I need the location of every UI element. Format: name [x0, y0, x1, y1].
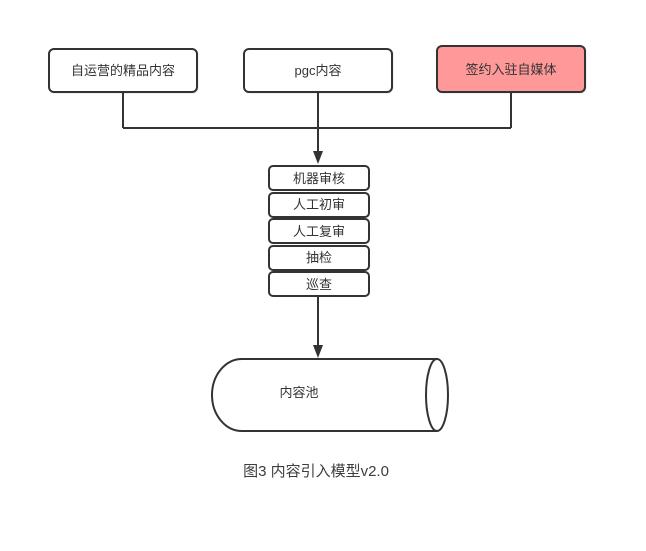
cylinder-end-cap — [425, 358, 449, 432]
review-step-label: 巡查 — [305, 276, 332, 292]
review-step-machine: 机器审核 — [268, 165, 370, 191]
review-pipeline-stack: 机器审核 人工初审 人工复审 抽检 巡查 — [268, 165, 370, 297]
content-pool-cylinder — [211, 358, 449, 432]
source-node-label: 签约入驻自媒体 — [465, 61, 557, 77]
arrow-down-head-icon — [313, 345, 323, 358]
review-step-patrol: 巡查 — [268, 271, 370, 297]
review-step-label: 抽检 — [305, 250, 332, 265]
review-step-label: 人工初审 — [292, 197, 345, 212]
review-step-manual-first: 人工初审 — [268, 191, 370, 218]
source-node-signed-media: 签约入驻自媒体 — [436, 45, 586, 93]
review-step-label: 机器审核 — [292, 170, 345, 186]
arrow-down-head-icon — [313, 151, 323, 164]
cylinder-body — [211, 358, 437, 432]
source-node-pgc: pgc内容 — [243, 48, 393, 93]
source-node-label: pgc内容 — [294, 63, 342, 78]
source-node-self-operated: 自运营的精品内容 — [48, 48, 198, 93]
source-node-label: 自运营的精品内容 — [70, 63, 175, 78]
figure-caption: 图3 内容引入模型v2.0 — [243, 463, 389, 480]
review-step-manual-second: 人工复审 — [268, 218, 370, 244]
review-step-sampling: 抽检 — [268, 244, 370, 271]
content-pool-label: 内容池 — [279, 385, 319, 400]
review-step-label: 人工复审 — [292, 223, 345, 239]
